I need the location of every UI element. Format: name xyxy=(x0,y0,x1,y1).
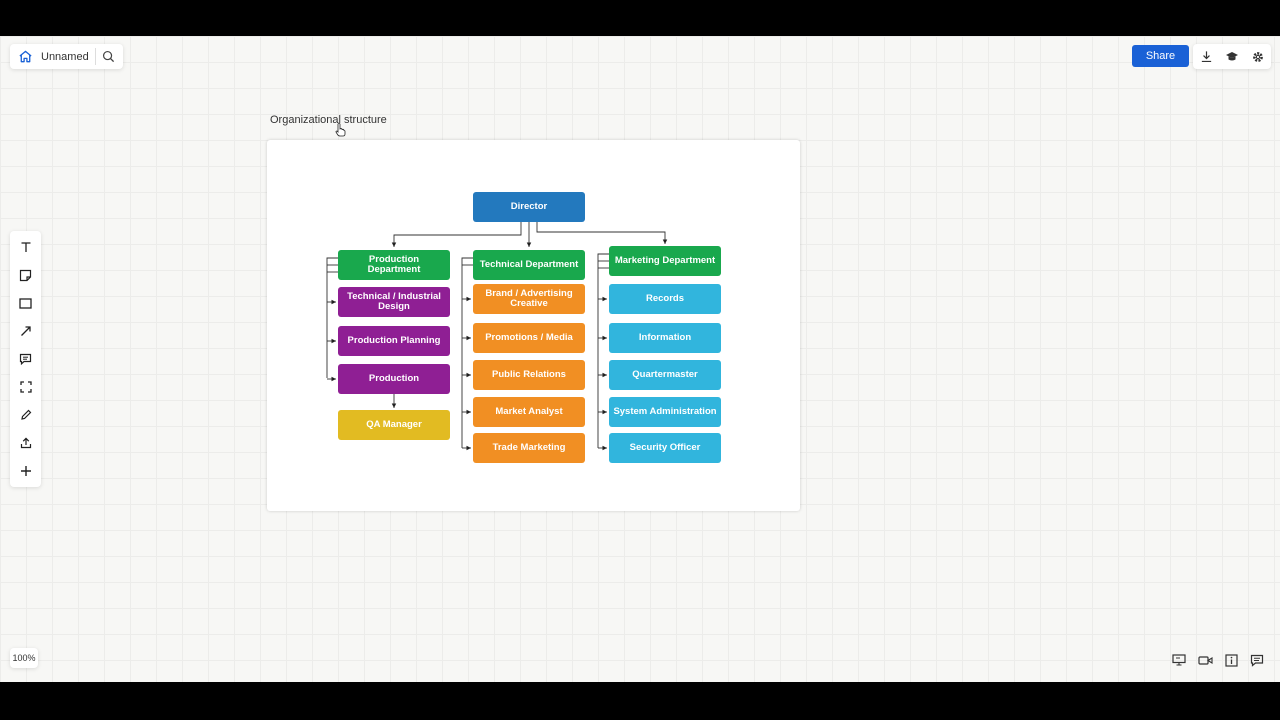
node-information[interactable]: Information xyxy=(609,323,721,353)
node-brand-advertising-creative[interactable]: Brand / Advertising Creative xyxy=(473,284,585,314)
node-system-administration[interactable]: System Administration xyxy=(609,397,721,427)
node-records[interactable]: Records xyxy=(609,284,721,314)
text-tool[interactable] xyxy=(10,233,41,261)
share-button[interactable]: Share xyxy=(1132,45,1189,67)
presentation-icon xyxy=(1172,654,1186,666)
info-button[interactable] xyxy=(1218,648,1244,672)
graduation-cap-icon xyxy=(1225,50,1239,64)
frame-icon xyxy=(19,381,32,393)
info-icon xyxy=(1224,653,1238,667)
divider xyxy=(94,48,96,65)
whiteboard-canvas[interactable]: Unnamed Share xyxy=(0,36,1280,682)
upload-icon xyxy=(20,437,32,449)
sticky-note-tool[interactable] xyxy=(10,261,41,289)
learn-button[interactable] xyxy=(1219,44,1245,69)
node-marketing-department[interactable]: Marketing Department xyxy=(609,246,721,276)
plus-icon xyxy=(20,465,32,477)
node-trade-marketing[interactable]: Trade Marketing xyxy=(473,433,585,463)
home-icon xyxy=(18,49,33,64)
top-right-toolbar xyxy=(1193,44,1271,69)
bracket-technical xyxy=(461,257,473,448)
comment-tool[interactable] xyxy=(10,345,41,373)
video-camera-icon xyxy=(1197,655,1213,666)
download-button[interactable] xyxy=(1193,44,1219,69)
home-button[interactable]: Unnamed xyxy=(14,44,93,69)
comment-icon xyxy=(19,353,32,365)
board-header: Unnamed xyxy=(10,44,123,69)
arrow-icon xyxy=(20,325,32,337)
node-director[interactable]: Director xyxy=(473,192,585,222)
board-name[interactable]: Unnamed xyxy=(41,50,89,63)
node-public-relations[interactable]: Public Relations xyxy=(473,360,585,390)
node-technical-department[interactable]: Technical Department xyxy=(473,250,585,280)
download-icon xyxy=(1200,50,1213,63)
text-icon xyxy=(20,241,32,253)
shape-tool[interactable] xyxy=(10,289,41,317)
comments-panel-button[interactable] xyxy=(1244,648,1270,672)
node-production-planning[interactable]: Production Planning xyxy=(338,326,450,356)
left-toolbar xyxy=(10,231,41,487)
frame-tool[interactable] xyxy=(10,373,41,401)
connector-director-production xyxy=(391,222,522,247)
node-technical-industrial-design[interactable]: Technical / Industrial Design xyxy=(338,287,450,317)
node-promotions-media[interactable]: Promotions / Media xyxy=(473,323,585,353)
bracket-production xyxy=(326,257,338,378)
more-tools-button[interactable] xyxy=(10,457,41,485)
video-button[interactable] xyxy=(1192,648,1218,672)
settings-button[interactable] xyxy=(1245,44,1271,69)
rectangle-icon xyxy=(19,297,32,309)
hand-cursor-icon xyxy=(335,123,346,142)
node-qa-manager[interactable]: QA Manager xyxy=(338,410,450,440)
search-icon xyxy=(102,50,115,63)
node-production[interactable]: Production xyxy=(338,364,450,394)
comment-icon xyxy=(1250,654,1264,667)
presentation-button[interactable] xyxy=(1166,648,1192,672)
gear-icon xyxy=(1251,50,1265,64)
node-security-officer[interactable]: Security Officer xyxy=(609,433,721,463)
zoom-level[interactable]: 100% xyxy=(10,648,38,668)
connector-tool[interactable] xyxy=(10,317,41,345)
connector-director-marketing xyxy=(536,222,668,244)
pen-icon xyxy=(20,409,32,421)
frame-title[interactable]: Organizational structure xyxy=(270,114,387,126)
pen-tool[interactable] xyxy=(10,401,41,429)
upload-tool[interactable] xyxy=(10,429,41,457)
node-production-department[interactable]: Production Department xyxy=(338,250,450,280)
sticky-note-icon xyxy=(19,269,32,282)
node-quartermaster[interactable]: Quartermaster xyxy=(609,360,721,390)
node-market-analyst[interactable]: Market Analyst xyxy=(473,397,585,427)
connector-lines xyxy=(326,222,668,451)
search-button[interactable] xyxy=(98,44,119,69)
bracket-marketing xyxy=(597,253,609,448)
bottom-right-toolbar xyxy=(1166,648,1270,672)
org-chart-frame[interactable]: Director Production Department Technical… xyxy=(267,140,800,511)
